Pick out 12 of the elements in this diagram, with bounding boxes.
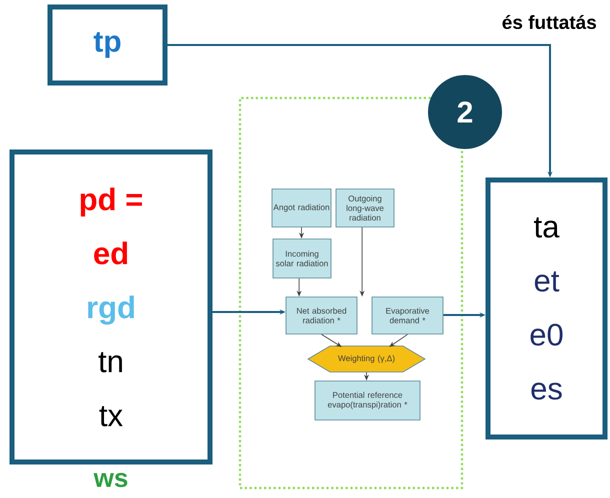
number-badge: 2	[428, 75, 502, 149]
process-box: Evaporative demand *	[372, 296, 444, 334]
process-box: Net absorbed radiation *	[286, 296, 358, 334]
variable-label: ws	[94, 472, 128, 488]
process-box: Incoming solar radiation	[272, 238, 332, 278]
variable-box: tp	[48, 4, 168, 86]
process-box: Angot radiation	[272, 188, 332, 228]
heading-text: és futtatás	[502, 14, 596, 30]
process-box: Potential reference evapo(transpi)ration *	[314, 380, 420, 420]
variable-box: pd = ed rgd tn tx	[10, 150, 212, 464]
process-box: Outgoing long-wave radiation	[336, 188, 394, 228]
variable-box: ta et e0 es	[486, 178, 608, 440]
